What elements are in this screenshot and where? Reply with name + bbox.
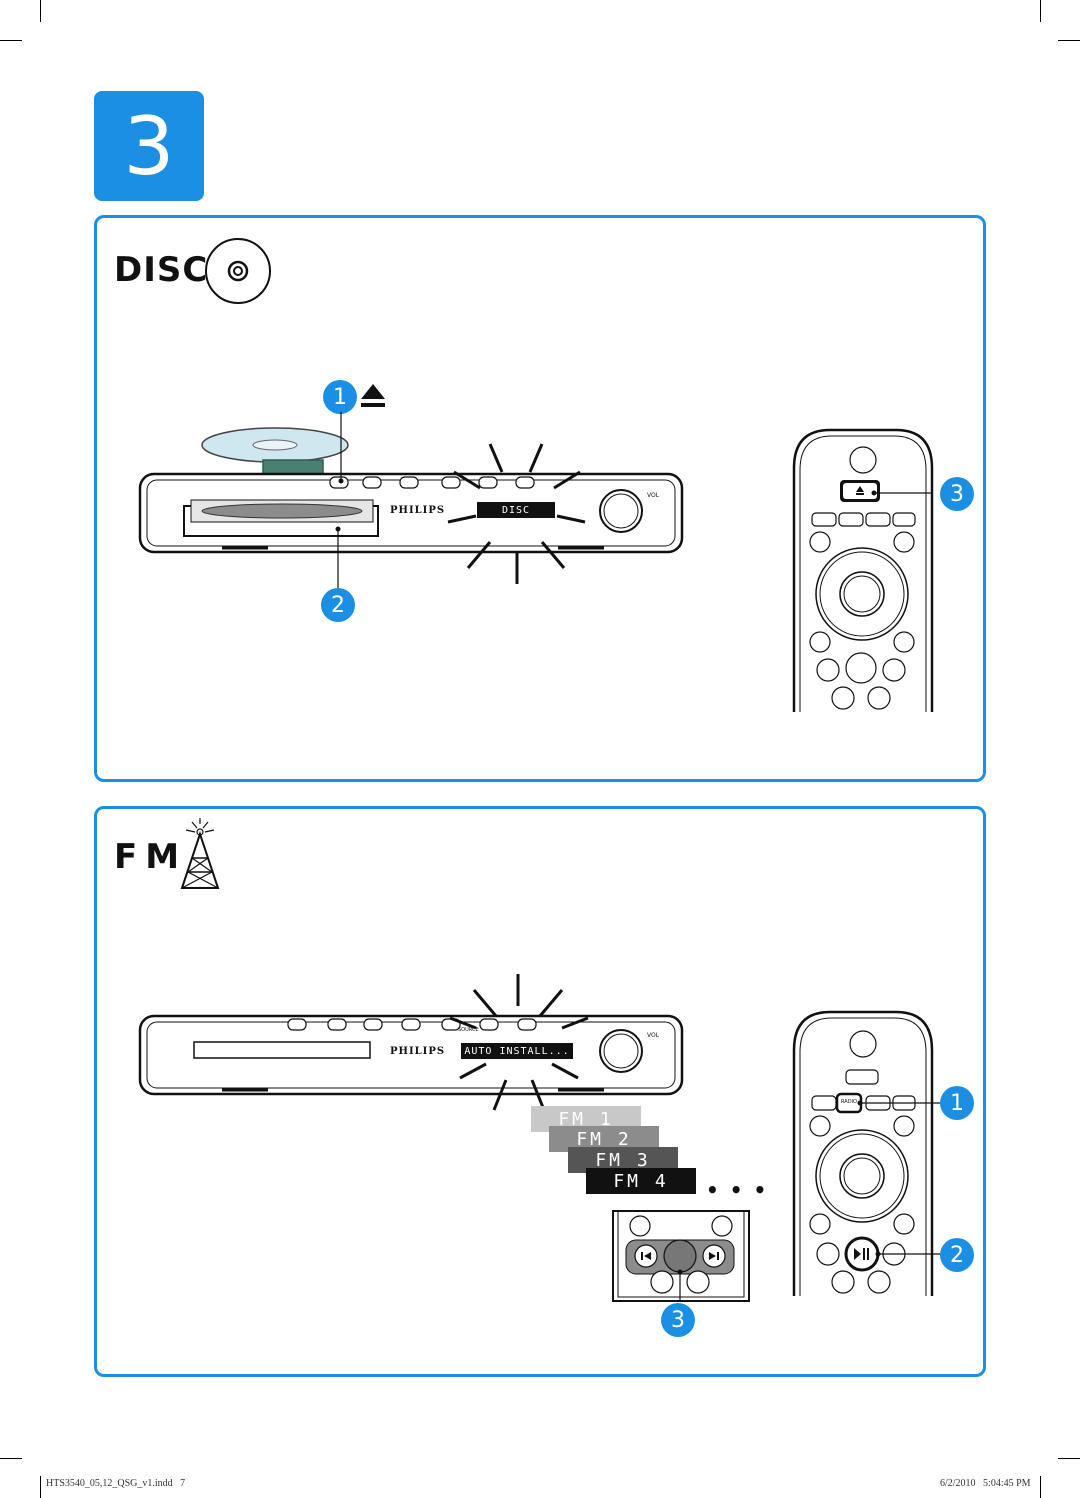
- disc-step-3-bubble: 3: [940, 477, 974, 511]
- more-indicator: • • •: [706, 1178, 769, 1202]
- crop-mark: [1040, 0, 1041, 22]
- antenna-icon: [180, 818, 220, 889]
- step-number-badge: 3: [94, 91, 204, 201]
- disc-icon: [205, 238, 271, 304]
- footer-filename: HTS3540_05,12_QSG_v1.indd 7: [46, 1478, 186, 1489]
- fm-title: FM: [114, 837, 188, 877]
- crop-mark: [1040, 1476, 1041, 1498]
- disc-step-1-bubble: 1: [323, 380, 357, 414]
- volume-label: VOL: [647, 1032, 660, 1039]
- fm-step-1-bubble: 1: [940, 1086, 974, 1120]
- brand-logo: PHILIPS: [390, 1046, 446, 1057]
- volume-knob: [599, 1029, 643, 1073]
- disc-panel: [94, 215, 986, 782]
- remote-zoom-inset: [612, 1210, 750, 1302]
- disc-display: DISC: [477, 502, 555, 518]
- disc-step-2-bubble: 2: [321, 588, 355, 622]
- disc-remote: [792, 428, 934, 712]
- eject-icon: [361, 384, 385, 407]
- fm-display: AUTO INSTALL...: [461, 1043, 573, 1059]
- brand-logo: PHILIPS: [390, 505, 446, 516]
- fm-remote: [792, 1010, 940, 1296]
- disc-step-2-pointer: [335, 526, 341, 595]
- display-flash-rays: [447, 443, 586, 584]
- crop-mark: [1058, 40, 1080, 41]
- volume-knob: [599, 489, 643, 533]
- fm-step-3-bubble: 3: [661, 1303, 695, 1337]
- crop-mark: [0, 1458, 22, 1459]
- footer-timestamp: 6/2/2010 5:04:45 PM: [940, 1478, 1031, 1489]
- fm-step-2-bubble: 2: [940, 1238, 974, 1272]
- source-label: SOURCE: [458, 1027, 479, 1033]
- fm-unit-button-row: [287, 1018, 537, 1031]
- disc-tray: [183, 499, 379, 537]
- crop-mark: [40, 1476, 41, 1498]
- disc-step-1-pointer: [338, 412, 344, 484]
- radio-button-label: RADIO: [841, 1099, 857, 1105]
- fm-band-4: FM 4: [586, 1168, 696, 1194]
- fm-panel: [94, 806, 986, 1377]
- fm-player-unit: [138, 1014, 684, 1096]
- crop-mark: [0, 40, 22, 41]
- disc-graphic: [201, 427, 349, 463]
- crop-mark: [1058, 1458, 1080, 1459]
- display-flash-rays: [449, 974, 589, 1111]
- volume-label: VOL: [647, 492, 660, 499]
- crop-mark: [40, 0, 41, 22]
- disc-title: DISC: [114, 250, 209, 290]
